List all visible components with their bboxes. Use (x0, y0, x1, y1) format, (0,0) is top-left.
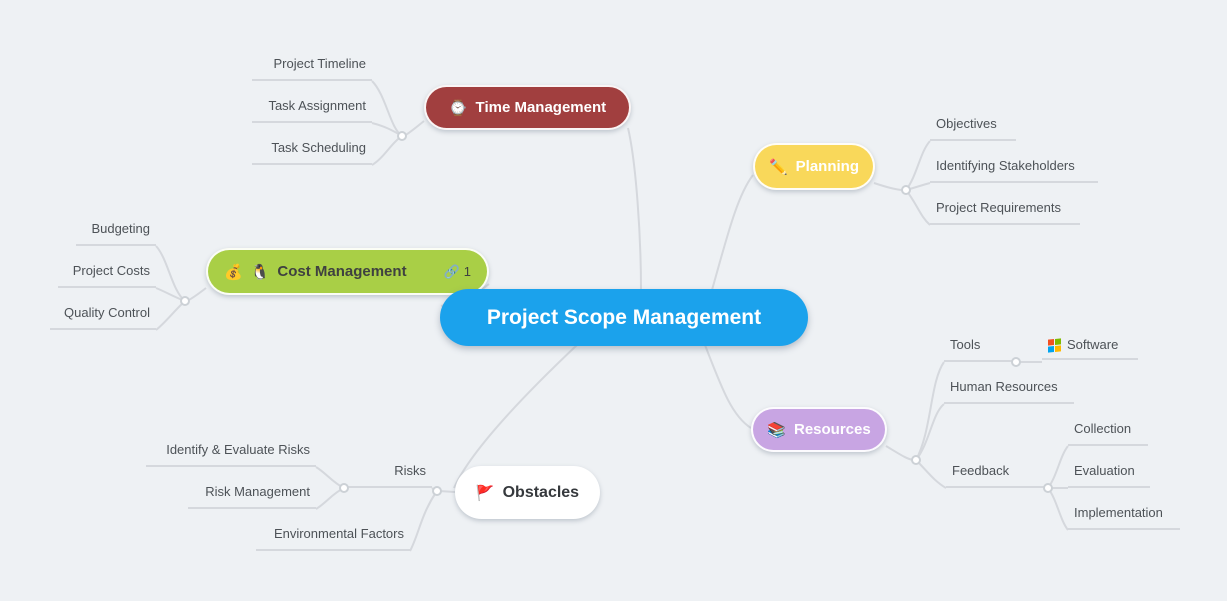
node-cost-management[interactable]: 💰 🐧 Cost Management 🔗 1 (206, 248, 489, 295)
topic-identifying-stakeholders[interactable]: Identifying Stakeholders (930, 158, 1098, 183)
topic-software-label: Software (1067, 337, 1119, 352)
stub-time (403, 120, 425, 137)
connector-planning-objectives (905, 140, 931, 191)
topic-project-requirements[interactable]: Project Requirements (930, 200, 1080, 225)
node-obstacles-label: Obstacles (502, 483, 580, 501)
watch-icon: ⌚ (448, 99, 468, 117)
topic-feedback[interactable]: Feedback (946, 463, 1048, 488)
topic-human-resources[interactable]: Human Resources (944, 379, 1074, 404)
topic-tools[interactable]: Tools (944, 337, 1016, 362)
toggle-cost-management[interactable] (180, 296, 190, 306)
topic-quality-control[interactable]: Quality Control (50, 305, 156, 330)
connector-resources-feedback (915, 459, 947, 489)
connector-cost-budgeting (155, 245, 186, 302)
connector-planning-requirements (905, 189, 931, 226)
stub-planning (873, 182, 904, 191)
flag-icon: 🚩 (475, 484, 495, 502)
node-resources-label: Resources (793, 421, 871, 438)
books-icon: 📚 (767, 421, 786, 439)
node-planning-label: Planning (795, 158, 860, 175)
root-label: Project Scope Management (486, 305, 762, 329)
toggle-tools[interactable] (1011, 357, 1021, 367)
topic-implementation[interactable]: Implementation (1068, 505, 1180, 530)
node-time-management[interactable]: ⌚ Time Management (424, 85, 631, 130)
node-cost-management-label: Cost Management (277, 263, 407, 280)
topic-task-scheduling[interactable]: Task Scheduling (252, 140, 372, 165)
connector-resources-tools (915, 361, 945, 461)
connector-feedback-collection (1047, 445, 1069, 489)
topic-risk-management[interactable]: Risk Management (188, 484, 316, 509)
toggle-feedback[interactable] (1043, 483, 1053, 493)
node-project-scope-management[interactable]: Project Scope Management (440, 289, 808, 346)
link-badge[interactable]: 🔗 1 (444, 264, 471, 280)
connector-root-resources (704, 344, 752, 429)
topic-software[interactable]: Software (1042, 337, 1138, 360)
topic-project-timeline[interactable]: Project Timeline (252, 56, 372, 81)
node-obstacles[interactable]: 🚩 Obstacles (455, 466, 600, 519)
connector-feedback-implementation (1047, 487, 1069, 531)
connector-root-time (627, 127, 642, 291)
connector-time-task-scheduling (371, 135, 403, 166)
link-count: 1 (463, 264, 471, 279)
windows-logo-icon (1048, 337, 1061, 353)
connector-root-planning (711, 174, 754, 291)
link-icon: 🔗 (443, 263, 460, 279)
topic-evaluation[interactable]: Evaluation (1068, 463, 1150, 488)
node-time-management-label: Time Management (475, 99, 607, 116)
connector-cost-quality-control (155, 300, 186, 331)
toggle-planning[interactable] (901, 185, 911, 195)
topic-environmental-factors[interactable]: Environmental Factors (256, 526, 410, 551)
topic-collection[interactable]: Collection (1068, 421, 1148, 446)
topic-identify-evaluate-risks[interactable]: Identify & Evaluate Risks (146, 442, 316, 467)
toggle-obstacles[interactable] (432, 486, 442, 496)
connector-resources-human-resources (915, 403, 945, 461)
topic-project-costs[interactable]: Project Costs (58, 263, 156, 288)
penguin-icon: 🐧 (250, 263, 270, 281)
pencil-icon: ✏️ (768, 158, 788, 176)
topic-risks[interactable]: Risks (344, 463, 432, 488)
node-planning[interactable]: ✏️ Planning (753, 143, 875, 190)
toggle-time-management[interactable] (397, 131, 407, 141)
topic-task-assignment[interactable]: Task Assignment (252, 98, 372, 123)
stub-resources (885, 445, 914, 461)
toggle-resources[interactable] (911, 455, 921, 465)
topic-objectives[interactable]: Objectives (930, 116, 1016, 141)
money-bag-icon: 💰 (224, 263, 243, 281)
topic-budgeting[interactable]: Budgeting (76, 221, 156, 246)
connector-obstacles-environmental (409, 490, 438, 552)
toggle-risks[interactable] (339, 483, 349, 493)
node-resources[interactable]: 📚 Resources (751, 407, 887, 452)
